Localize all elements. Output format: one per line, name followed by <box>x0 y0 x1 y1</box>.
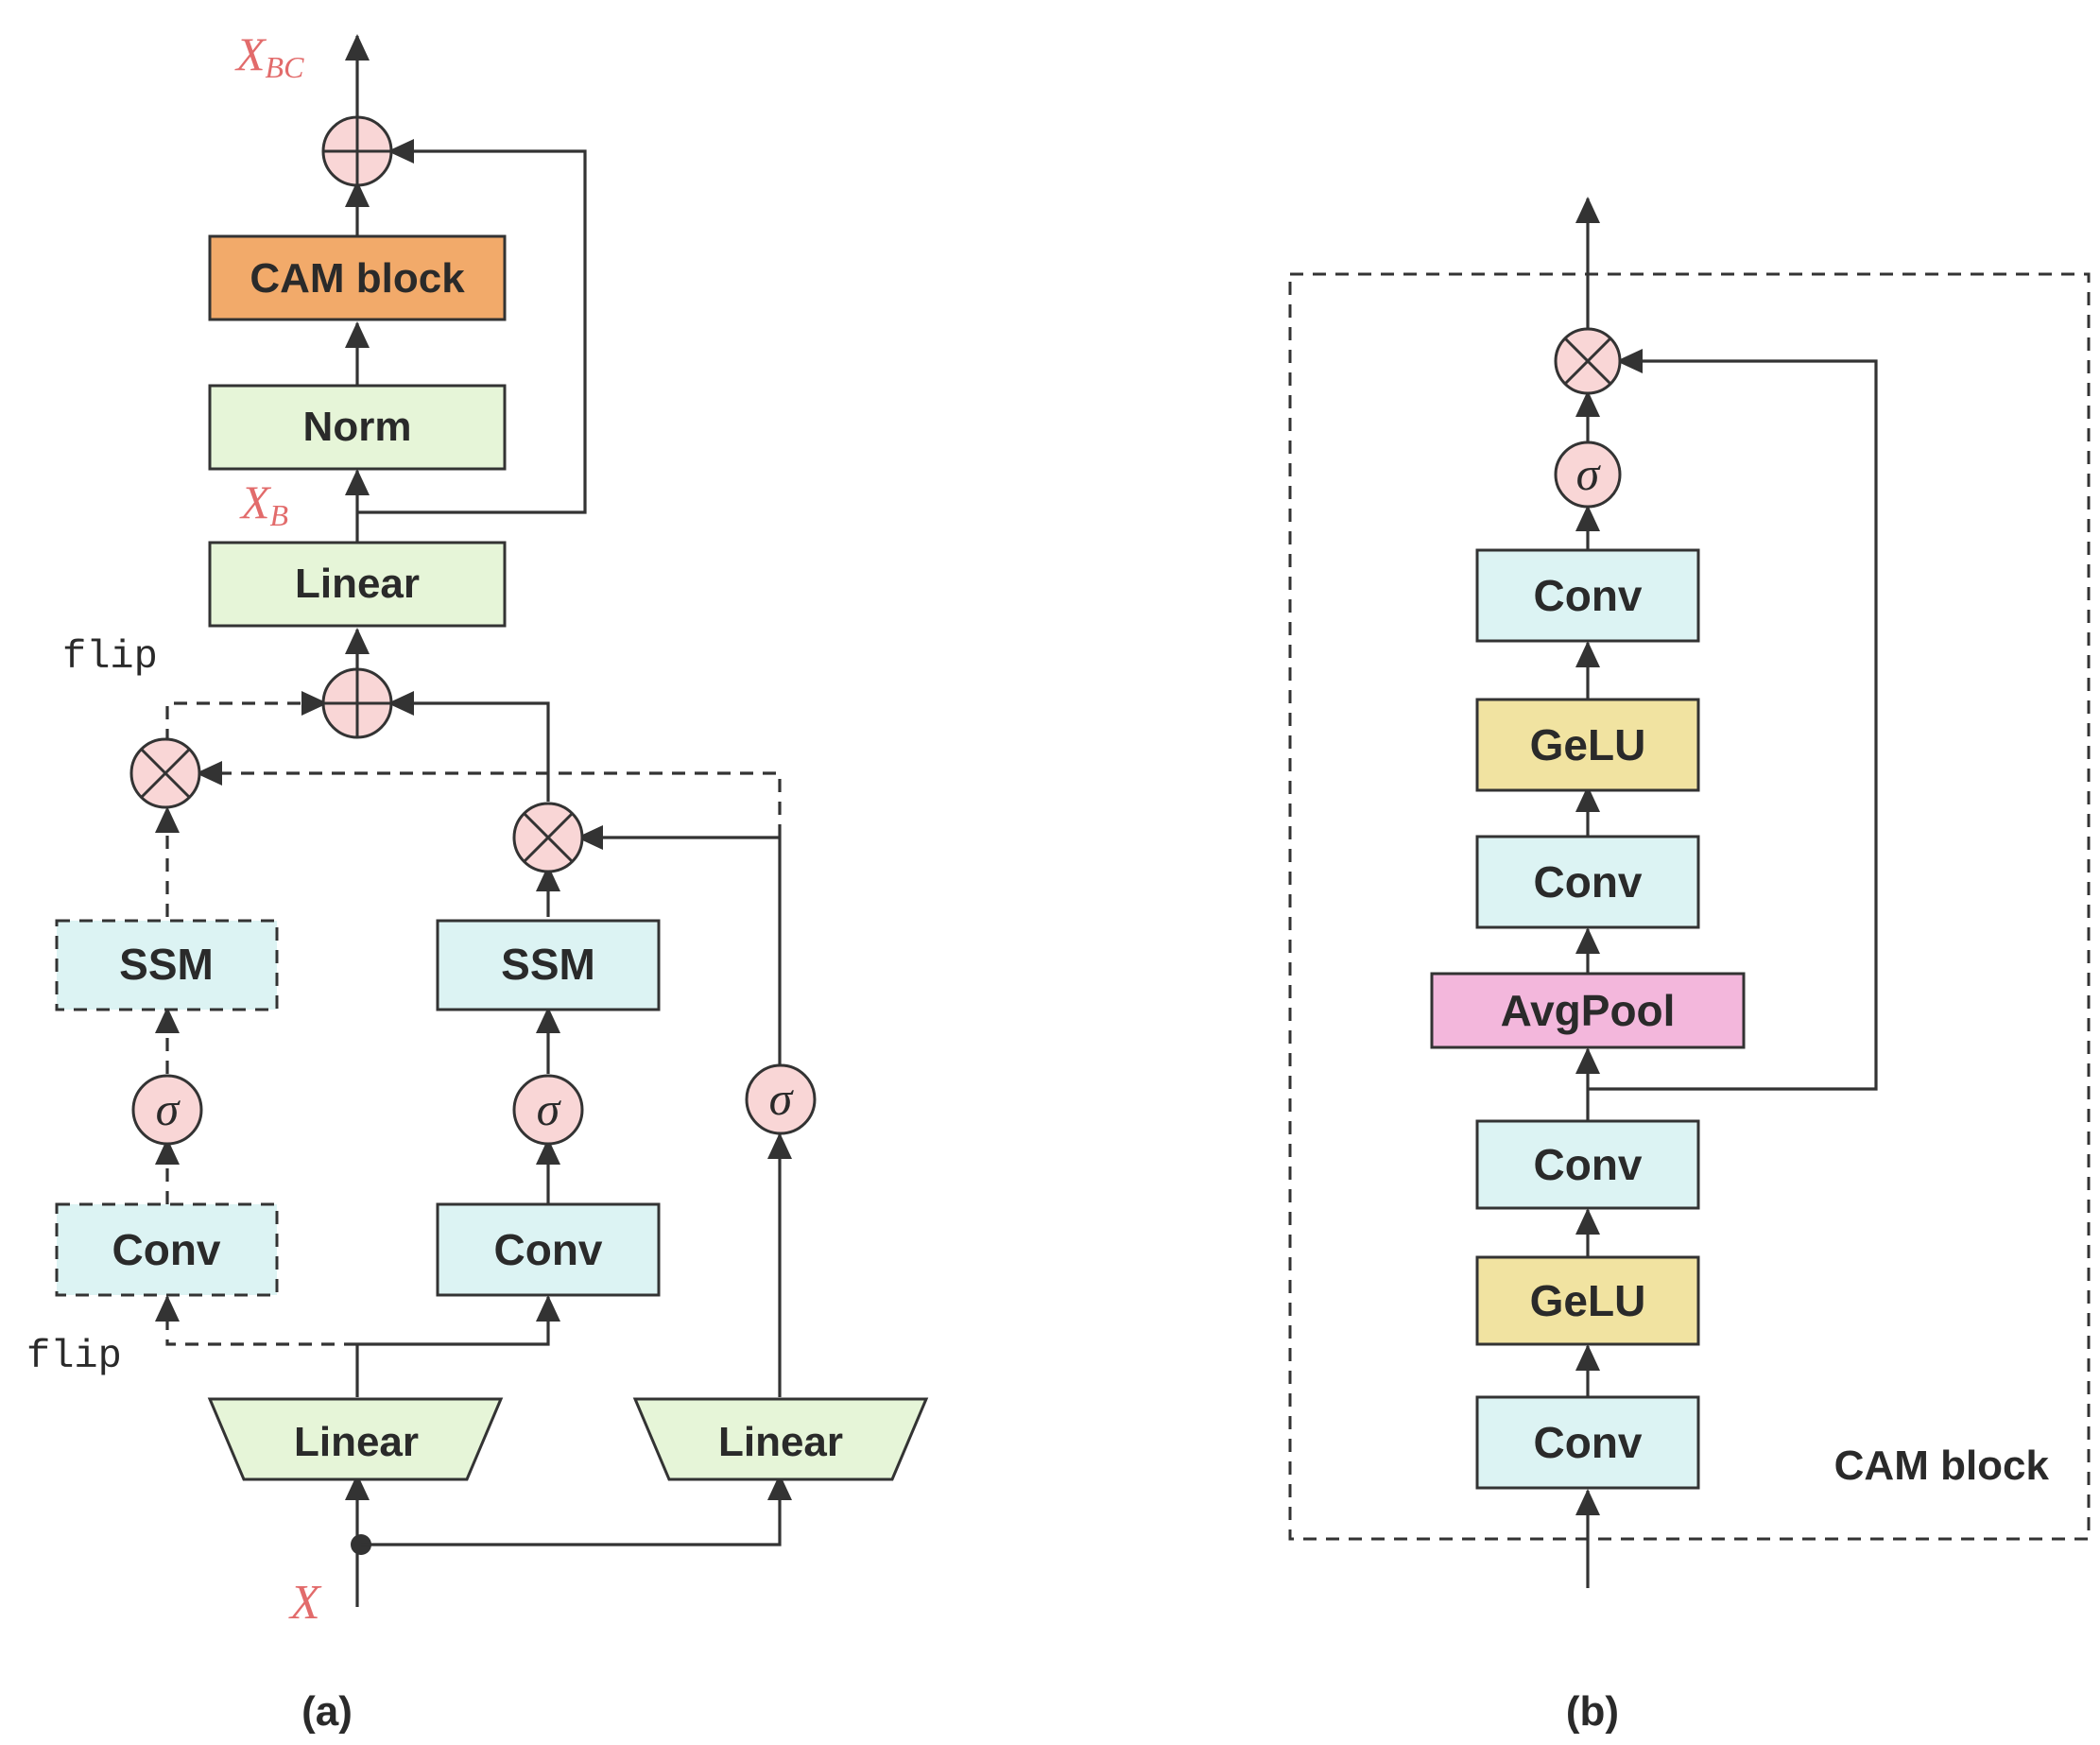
x-bc-label: XBC <box>234 27 304 84</box>
conv-mid-block: Conv <box>436 1202 661 1297</box>
cam-block-frame-label: CAM block <box>1834 1443 2050 1489</box>
multiply-node-mid <box>512 802 584 873</box>
sigma-node-mid: σ <box>512 1074 584 1146</box>
cam-block-frame <box>1288 272 2091 1541</box>
ssm-left-block: SSM <box>55 919 279 1011</box>
norm-block: Norm <box>208 384 507 471</box>
sigma-node-right: σ <box>745 1063 817 1135</box>
conv-mid-label: Conv <box>494 1225 603 1274</box>
panel-a-connectors <box>155 34 792 1607</box>
linear-top-label: Linear <box>295 561 420 607</box>
avgpool-label: AvgPool <box>1501 986 1676 1035</box>
gelu2-block: GeLU <box>1475 698 1700 792</box>
flip-top-label: flip <box>62 634 158 680</box>
linear-right-trapezoid: Linear <box>632 1397 929 1481</box>
ssm-left-label: SSM <box>119 940 214 989</box>
flip-bottom-label: flip <box>26 1334 122 1379</box>
add-node-top <box>321 115 393 187</box>
conv-left-label: Conv <box>112 1225 221 1274</box>
linear-left-trapezoid: Linear <box>207 1397 504 1481</box>
sigma-left-label: σ <box>156 1082 181 1135</box>
sigma-b-label: σ <box>1576 447 1602 500</box>
conv2-label: Conv <box>1534 1140 1643 1189</box>
gelu2-label: GeLU <box>1530 720 1646 769</box>
add-node-middle <box>321 667 393 739</box>
sigma-node-b: σ <box>1554 441 1622 509</box>
linear-right-label: Linear <box>718 1419 843 1465</box>
sigma-right-label: σ <box>769 1072 795 1125</box>
x-b-label: XB <box>239 475 288 532</box>
conv4-block: Conv <box>1475 548 1700 643</box>
conv3-block: Conv <box>1475 835 1700 929</box>
linear-left-label: Linear <box>294 1419 419 1465</box>
norm-label: Norm <box>303 404 412 450</box>
ssm-mid-block: SSM <box>436 919 661 1011</box>
cam-block-node: CAM block <box>208 234 507 321</box>
ssm-mid-label: SSM <box>501 940 595 989</box>
conv1-block: Conv <box>1475 1395 1700 1490</box>
multiply-node-left <box>129 737 201 809</box>
caption-a: (a) <box>301 1688 353 1735</box>
x-input-label: X <box>288 1576 322 1630</box>
gelu1-label: GeLU <box>1530 1276 1646 1325</box>
conv3-label: Conv <box>1534 857 1643 907</box>
caption-b: (b) <box>1566 1688 1619 1735</box>
panel-b-connectors <box>1575 197 1878 1588</box>
multiply-node-b <box>1554 327 1622 395</box>
conv4-label: Conv <box>1534 571 1643 620</box>
panel-a: CAM block Norm Linear SSM SSM Conv Conv <box>26 27 929 1735</box>
cam-block-label: CAM block <box>250 255 465 302</box>
sigma-node-left: σ <box>131 1074 203 1146</box>
conv1-label: Conv <box>1534 1418 1643 1467</box>
conv2-block: Conv <box>1475 1119 1700 1210</box>
panel-b: CAM block Conv GeLU Conv <box>1288 197 2091 1735</box>
avgpool-block: AvgPool <box>1430 972 1746 1049</box>
gelu1-block: GeLU <box>1475 1255 1700 1346</box>
linear-top-block: Linear <box>208 541 507 628</box>
conv-left-block: Conv <box>55 1202 279 1297</box>
sigma-mid-label: σ <box>537 1082 562 1135</box>
